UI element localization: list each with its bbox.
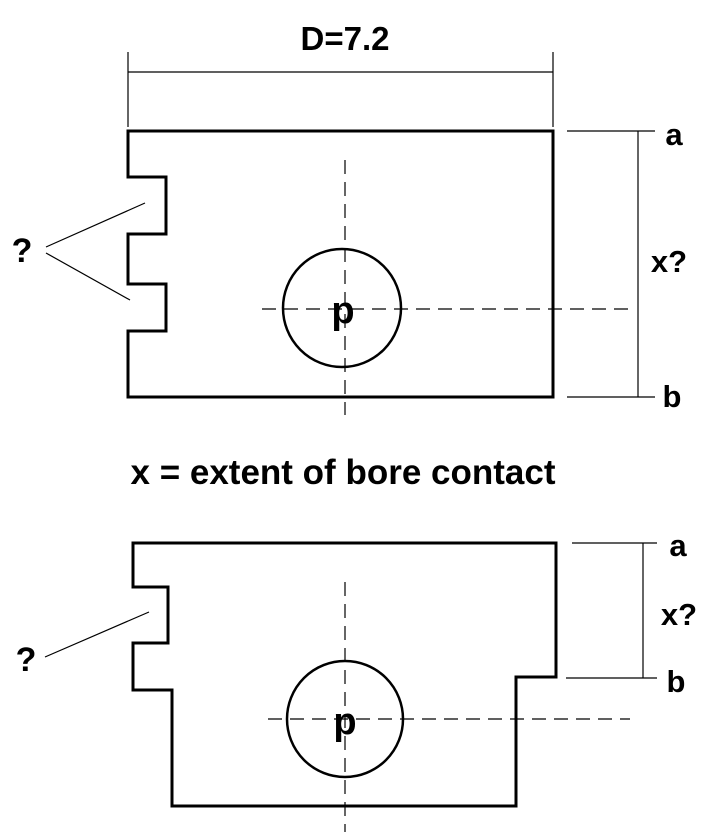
top-span-label: x? bbox=[651, 244, 687, 279]
bottom-leader bbox=[44, 611, 150, 658]
bottom-a-label: a bbox=[669, 528, 687, 563]
bottom-b-label: b bbox=[667, 664, 686, 699]
top-piston-outline bbox=[126, 129, 555, 399]
bottom-question-label: ? bbox=[16, 641, 37, 679]
top-pin-circle bbox=[281, 247, 403, 369]
caption: x = extent of bore contact bbox=[131, 453, 556, 492]
top-question-label: ? bbox=[12, 232, 33, 270]
top-leader-lower bbox=[45, 252, 131, 301]
dimension-label: D=7.2 bbox=[301, 20, 390, 57]
top-pin-label: p bbox=[331, 290, 354, 332]
bottom-pin-label: p bbox=[333, 701, 356, 743]
bottom-span-label: x? bbox=[661, 597, 697, 632]
top-b-label: b bbox=[663, 379, 682, 414]
top-figure: D=7.2 p ? a x? b bbox=[12, 20, 687, 415]
bottom-figure: p ? a x? b bbox=[16, 528, 697, 832]
bottom-pin-circle bbox=[285, 659, 405, 779]
top-leader-upper bbox=[45, 202, 146, 248]
bottom-piston-outline bbox=[131, 541, 558, 808]
top-a-label: a bbox=[665, 117, 683, 152]
